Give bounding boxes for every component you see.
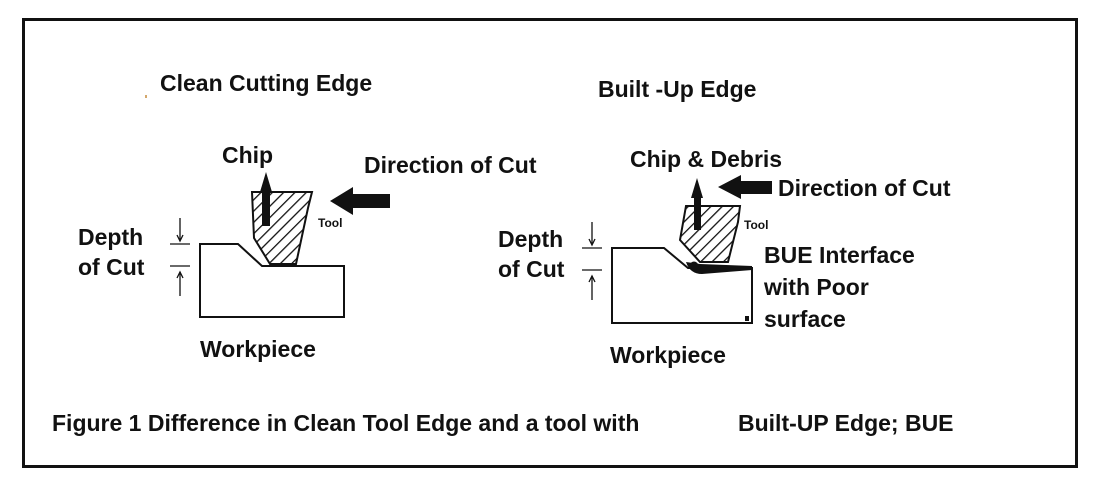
left-tool-label: Tool [318,216,343,230]
left-workpiece [199,243,345,318]
right-chip-label: Chip & Debris [630,146,783,172]
left-direction-arrow [330,187,390,215]
figure-caption-part2: Built-UP Edge; BUE [738,410,954,436]
right-workpiece [611,247,753,324]
figure-frame [22,18,1078,468]
bue-deposit [686,261,752,321]
bue-label-2: with Poor [764,274,869,300]
right-direction-arrow [718,175,772,199]
right-tool-label: Tool [744,218,769,232]
bue-label-3: surface [764,306,846,332]
figure-caption-part1: Figure 1 Difference in Clean Tool Edge a… [52,410,640,436]
left-chip-label: Chip [222,142,274,168]
right-direction-label: Direction of Cut [778,175,951,201]
left-tool [250,191,314,265]
right-depth-indicator [582,222,602,300]
left-panel-title: Clean Cutting Edge [160,70,373,96]
left-direction-label: Direction of Cut [364,152,537,178]
left-depth-label-1: Depth [78,224,144,250]
right-panel-title: Built -Up Edge [598,76,757,102]
right-tool [678,205,742,263]
bue-label-1: BUE Interface [764,242,915,268]
right-depth-label-2: of Cut [498,256,565,282]
left-depth-indicator [170,218,190,296]
right-workpiece-label: Workpiece [610,342,726,368]
left-depth-label-2: of Cut [78,254,145,280]
right-chip-arrow [691,178,703,230]
left-workpiece-label: Workpiece [200,336,316,362]
right-depth-label-1: Depth [498,226,564,252]
left-chip-arrow [260,172,272,226]
